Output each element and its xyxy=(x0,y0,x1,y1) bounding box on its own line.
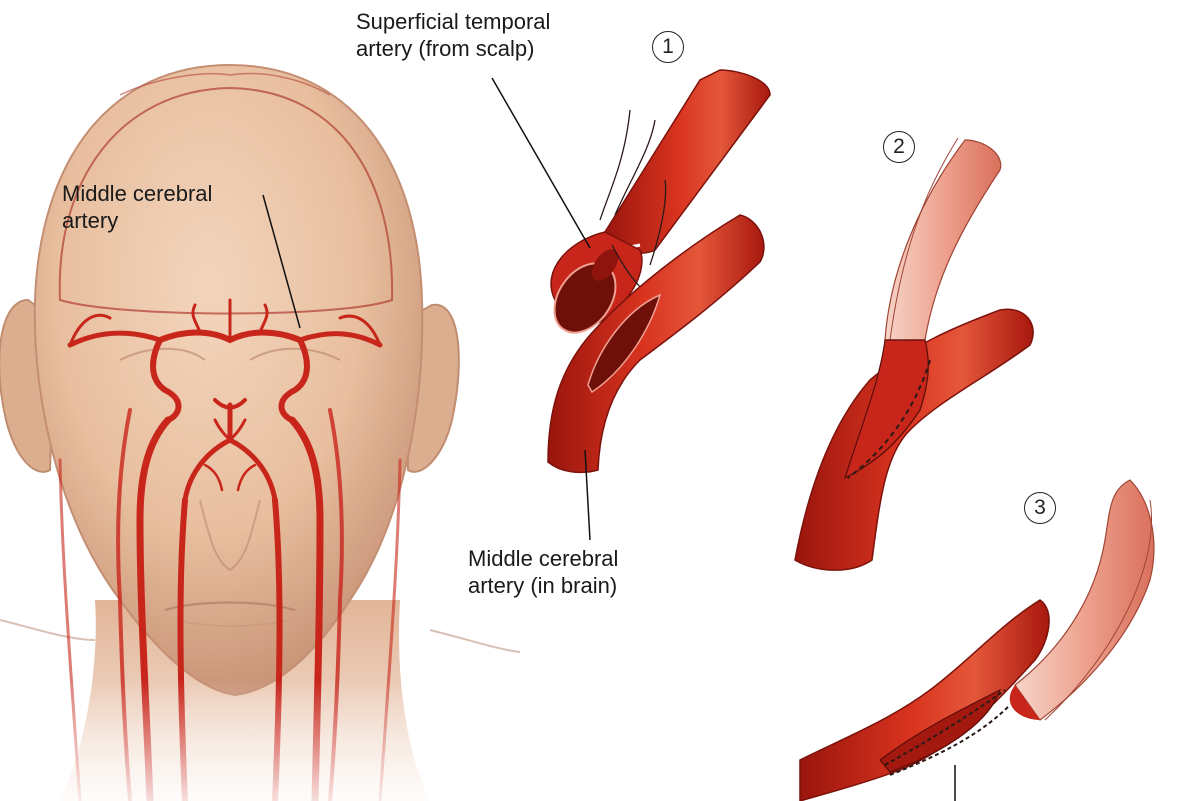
step-1-marker: 1 xyxy=(652,31,684,63)
mca-head-label-line2: artery xyxy=(62,208,119,233)
step-1-illustration xyxy=(491,69,771,541)
step2-anastomosis xyxy=(843,339,929,480)
step-2-illustration xyxy=(794,137,1034,571)
step-2-marker: 2 xyxy=(883,131,915,163)
mca-brain-label: Middle cerebral artery (in brain) xyxy=(468,545,618,599)
step1-recipient-vessel xyxy=(547,214,765,474)
mca-brain-label-line2: artery (in brain) xyxy=(468,573,618,598)
mca-head-leader xyxy=(262,194,301,329)
step3-donor-vessel xyxy=(1014,479,1155,721)
mca-brain-label-line1: Middle cerebral xyxy=(468,546,619,571)
step2-donor-vessel xyxy=(884,139,1002,341)
step1-arteriotomy xyxy=(587,293,662,394)
step-3-illustration xyxy=(799,479,1155,801)
step2-recipient-vessel xyxy=(794,308,1034,571)
mca-brain-leader xyxy=(584,449,591,541)
sta-leader xyxy=(491,77,591,249)
mca-head-label-line1: Middle cerebral xyxy=(62,181,213,206)
step3-recipient-vessel xyxy=(799,599,1050,801)
sta-label-line2: artery (from scalp) xyxy=(356,36,535,61)
sta-label-line1: Superficial temporal xyxy=(356,9,551,34)
sta-label: Superficial temporal artery (from scalp) xyxy=(356,8,550,62)
step-3-marker: 3 xyxy=(1024,492,1056,524)
mca-head-label: Middle cerebral artery xyxy=(62,180,212,234)
head-illustration xyxy=(0,63,521,801)
